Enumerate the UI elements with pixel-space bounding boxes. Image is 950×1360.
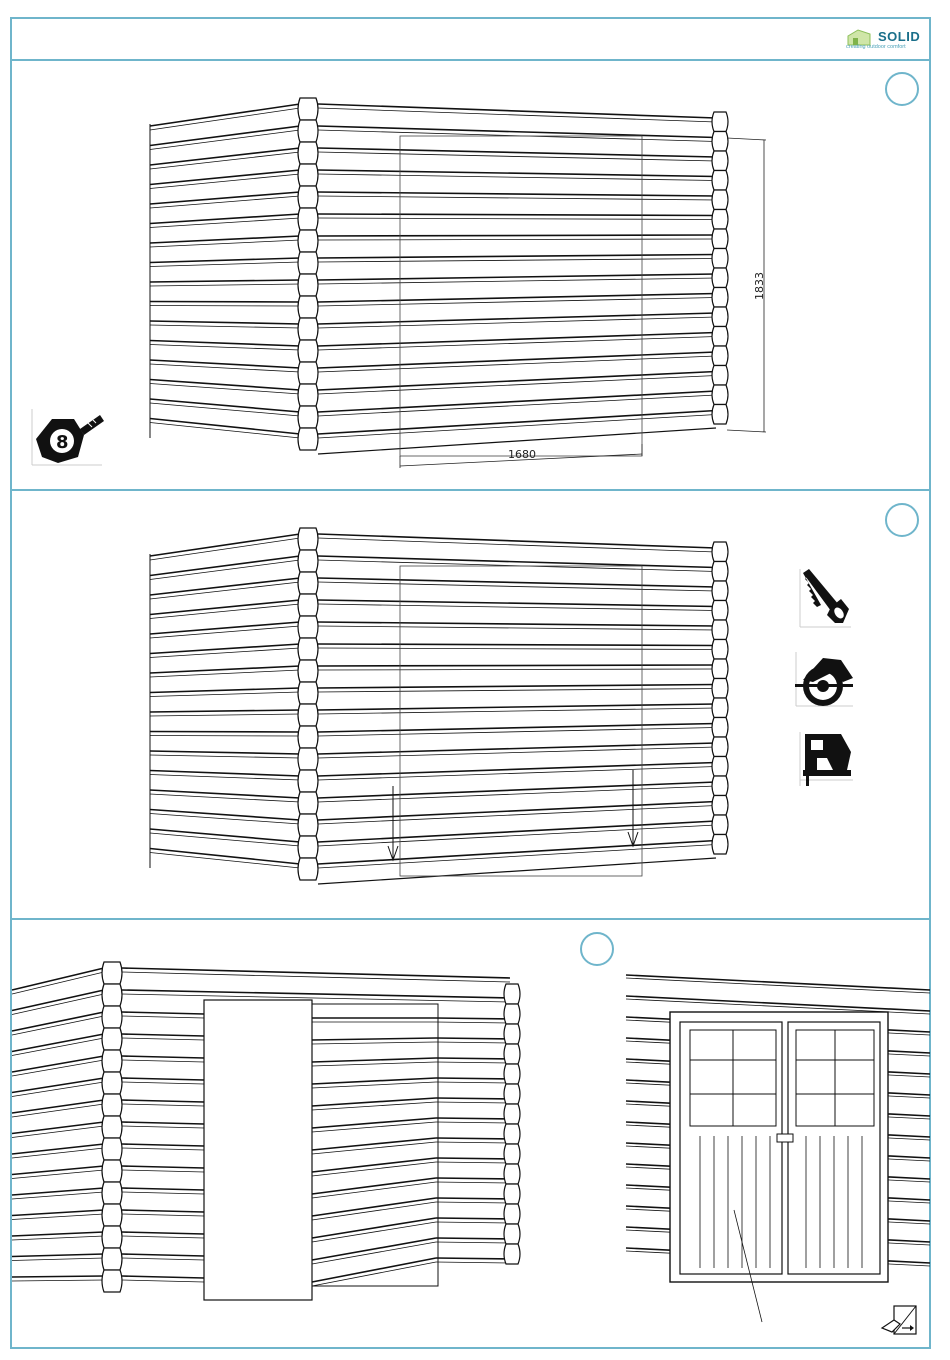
measuring-tape-icon: 8 [30,405,102,469]
svg-text:8: 8 [56,432,69,453]
width-dimension-label: 1680 [508,448,536,461]
height-dimension-label: 1833 [753,272,766,300]
instruction-note-icon [880,1302,920,1342]
circular-saw-icon [793,650,855,708]
jigsaw-icon [797,730,855,788]
hand-saw-icon [797,567,853,629]
